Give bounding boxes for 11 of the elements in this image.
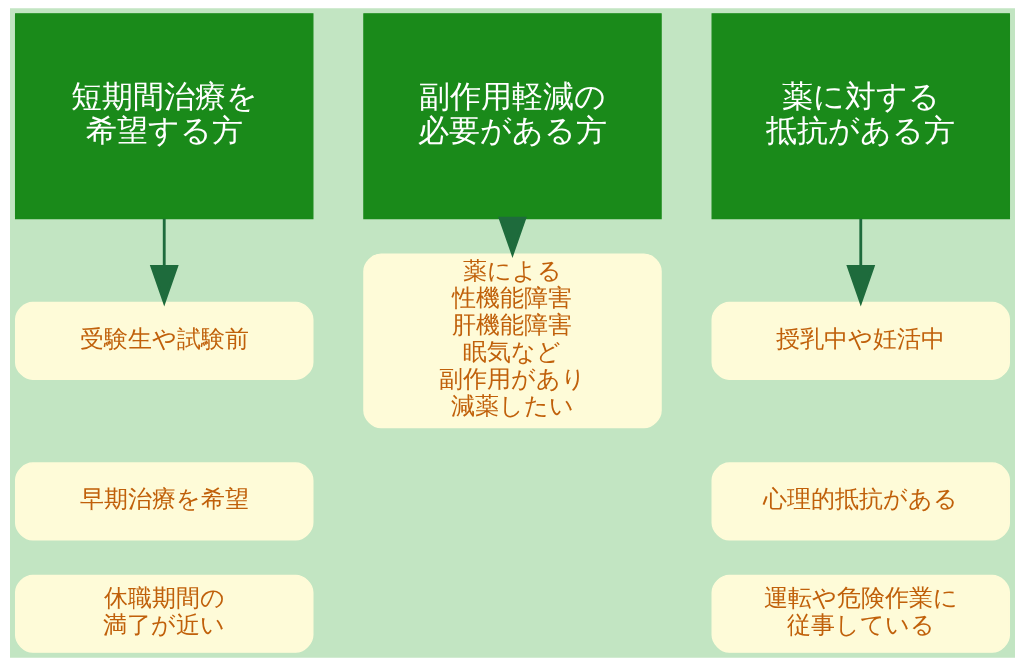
node-box: 早期治療を希望 (14, 462, 313, 541)
node-box: 薬による性機能障害肝機能障害眠気など副作用があり減薬したい (362, 253, 662, 429)
arrow (845, 218, 875, 307)
node-box: 休職期間の満了が近い (14, 574, 313, 653)
node-box: 薬に対する抵抗がある方 (711, 13, 1010, 220)
node-box: 受験生や試験前 (14, 301, 313, 380)
arrow (149, 218, 179, 307)
node-box: 授乳中や妊活中 (711, 301, 1010, 380)
node-box: 短期間治療を希望する方 (14, 13, 313, 220)
node-box: 心理的抵抗がある (711, 462, 1010, 541)
node-box: 運転や危険作業に従事している (711, 574, 1010, 653)
